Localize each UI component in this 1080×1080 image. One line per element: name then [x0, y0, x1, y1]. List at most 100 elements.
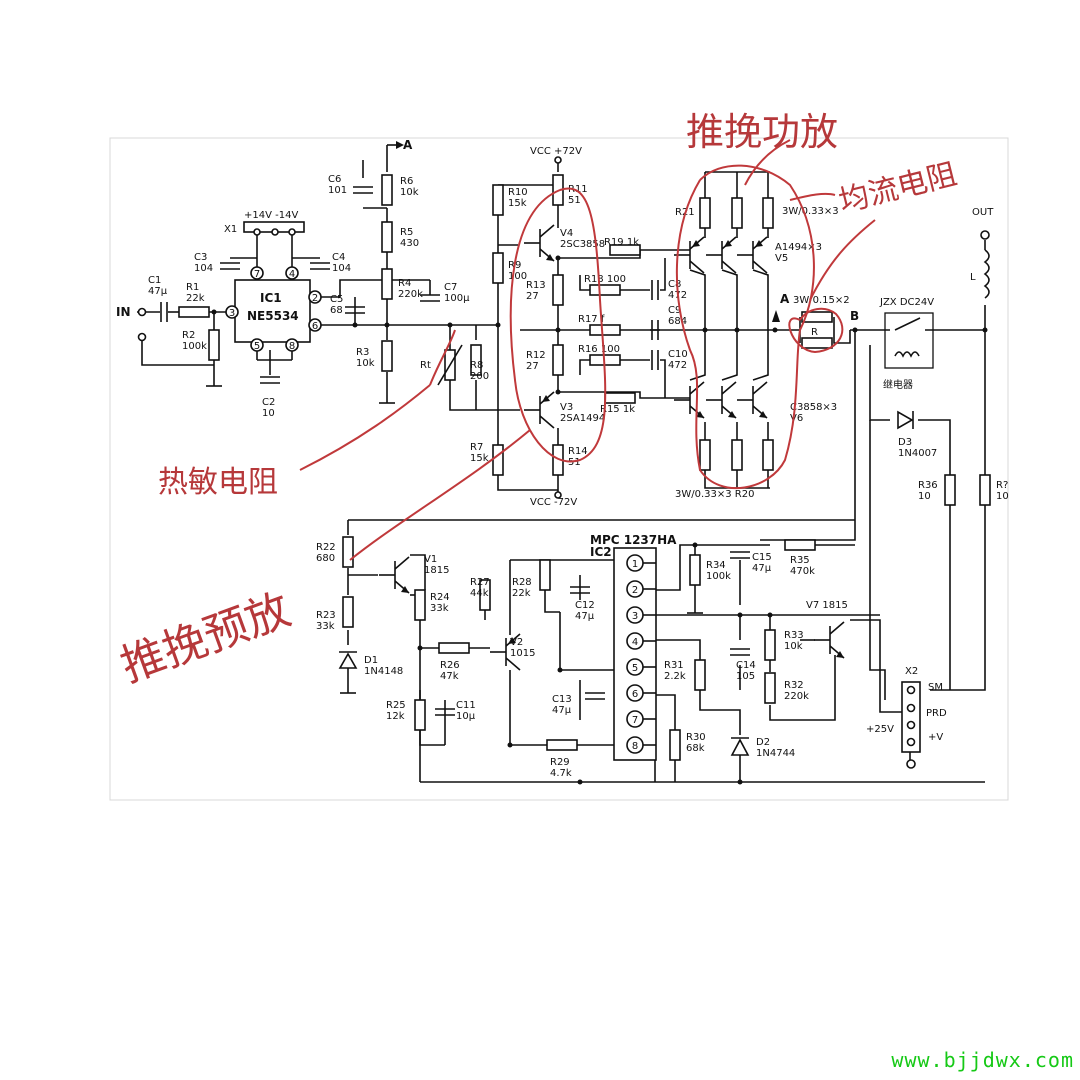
r24-resistor	[414, 589, 426, 621]
r18-label: R18 100	[584, 274, 626, 285]
r23-resistor	[342, 596, 354, 628]
ic2-pin-label: 4	[632, 637, 638, 648]
relay: JZX DC24V 继电器	[879, 297, 934, 391]
r16-label: R16 100	[578, 344, 620, 355]
r2-resistor	[208, 329, 220, 361]
r35-resistor	[784, 539, 816, 551]
ic2-pin-label: 8	[632, 741, 638, 752]
r34-resistor	[689, 554, 701, 586]
ic2-part: MPC 1237HA	[590, 533, 677, 547]
r30-resistor	[669, 729, 681, 761]
x1-label: X1	[224, 224, 237, 235]
r25-resistor	[414, 699, 426, 731]
r22-resistor	[342, 536, 354, 568]
r19-label: R19 1k	[604, 237, 639, 248]
r20c-resistor	[762, 439, 774, 471]
x1-supply-label: +14V -14V	[244, 210, 298, 221]
r9-resistor	[492, 252, 504, 284]
x2-v-label: +V	[928, 732, 943, 743]
inductor-label: L	[970, 272, 976, 283]
r31-resistor	[694, 659, 706, 691]
ic2-ref: IC2	[590, 545, 612, 559]
x2-sm-label: SM	[928, 682, 943, 693]
ic2-pin-label: 2	[632, 585, 638, 596]
r15-resistor	[604, 392, 636, 404]
r32-resistor	[764, 672, 776, 704]
inductor-l	[983, 249, 990, 299]
svg-text:3: 3	[229, 308, 235, 319]
r17-resistor	[589, 324, 621, 336]
watermark: www.bjjdwx.com	[891, 1048, 1074, 1072]
r4-resistor	[381, 268, 393, 300]
r10-resistor	[492, 184, 504, 216]
svg-text:6: 6	[312, 321, 318, 332]
r-emit-value-label: 3W/0.15×2	[793, 295, 850, 306]
vcc-neg-label: VCC -72V	[530, 497, 577, 508]
r13-resistor	[552, 274, 564, 306]
ic1-ref: IC1	[260, 291, 282, 305]
ic1-part: NE5534	[247, 309, 299, 323]
r-cut-label: R?10	[996, 480, 1009, 502]
svg-text:8: 8	[289, 341, 295, 352]
svg-text:5: 5	[254, 341, 260, 352]
junction-dots	[211, 255, 988, 785]
thermistor-rt: Rt	[420, 344, 463, 386]
a-mid-label: A	[780, 292, 790, 306]
r28-resistor	[539, 559, 551, 591]
ic2-pin-label: 5	[632, 663, 638, 674]
v7-label: V7 1815	[806, 600, 848, 611]
rt-label: Rt	[420, 360, 431, 371]
a-top-label: A	[403, 138, 413, 152]
r17-label: R17 f	[578, 314, 605, 325]
r5-resistor	[381, 221, 393, 253]
annotation-push-pull-power: 推挽功放	[686, 110, 838, 154]
r20b-resistor	[731, 439, 743, 471]
r20-resistor	[699, 439, 711, 471]
x1-connector: X1 +14V -14V	[224, 210, 305, 236]
r12-resistor	[552, 344, 564, 376]
r20-label: 3W/0.33×3 R20	[675, 489, 754, 500]
out-label: OUT	[972, 207, 994, 218]
